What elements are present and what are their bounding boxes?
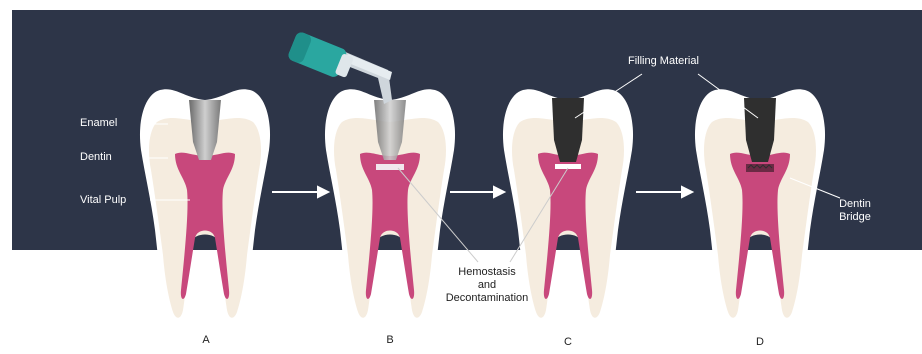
label-enamel: Enamel xyxy=(80,117,117,130)
label-hemostasis-line1: Hemostasis xyxy=(432,266,542,279)
label-dentin-bridge-line2: Bridge xyxy=(830,211,880,224)
label-filling-material: Filling Material xyxy=(628,55,699,68)
panel-label-c: C xyxy=(558,336,578,348)
panel-label-b: B xyxy=(380,334,400,346)
label-hemostasis-line2: and xyxy=(432,279,542,292)
label-hemostasis-line3: Decontamination xyxy=(432,292,542,305)
label-vital-pulp: Vital Pulp xyxy=(80,194,126,207)
label-hemostasis: Hemostasis and Decontamination xyxy=(432,266,542,305)
panel-label-a: A xyxy=(196,334,216,346)
label-dentin-bridge-line1: Dentin xyxy=(830,198,880,211)
panel-label-d: D xyxy=(750,336,770,348)
tooth-icon xyxy=(695,89,825,320)
label-dentin: Dentin xyxy=(80,151,112,164)
label-dentin-bridge: Dentin Bridge xyxy=(830,198,880,224)
